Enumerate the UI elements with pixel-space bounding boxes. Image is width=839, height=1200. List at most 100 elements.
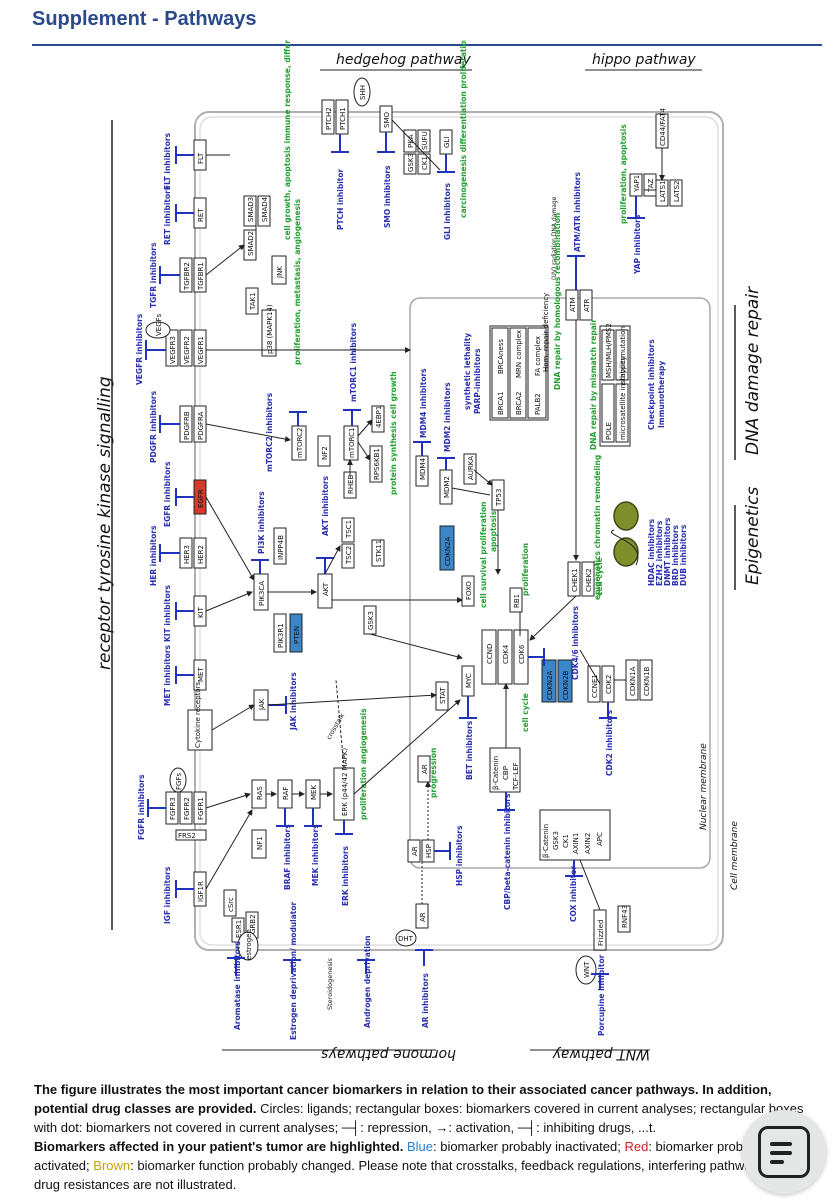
- apoptosis-effect: apoptosis: [489, 510, 498, 552]
- svg-text:BRCA1: BRCA1: [497, 392, 505, 415]
- svg-text:GSK3: GSK3: [552, 831, 560, 850]
- legend-red: Red: [624, 1139, 649, 1154]
- svg-text:cSrc: cSrc: [227, 897, 235, 912]
- svg-text:Frizzled: Frizzled: [597, 920, 605, 946]
- ras-raf-mek-nodes: RAS NF1 RAF MEK ERK (p44/42 MAPK): [251, 748, 355, 859]
- pi3k-inhibitors: PI3K inhibitors: [257, 491, 266, 554]
- svg-text:GSK3: GSK3: [367, 611, 375, 630]
- pathway-diagram: hedgehog pathway hippo pathway receptor …: [95, 40, 763, 1062]
- svg-text:MET: MET: [197, 667, 205, 682]
- svg-text:ATR: ATR: [583, 298, 591, 312]
- cell-membrane: [194, 111, 724, 951]
- estrogen-deprivation: Estrogen deprivation/ modulator: [289, 901, 298, 1040]
- immunotherapy: Immunotherapy: [657, 361, 666, 428]
- svg-text:mTORC1: mTORC1: [348, 428, 356, 458]
- svg-text:FLT: FLT: [197, 152, 205, 164]
- svg-text:ERK (p44/42 MAPK): ERK (p44/42 MAPK): [341, 748, 349, 816]
- svg-text:TAZ: TAZ: [647, 178, 655, 193]
- svg-text:JAK: JAK: [258, 698, 266, 711]
- cell-membrane-label: Cell membrane: [730, 821, 740, 890]
- legend-blue-text: : biomarker probably inactivated;: [432, 1139, 625, 1154]
- svg-text:AXIN2: AXIN2: [584, 833, 592, 854]
- receptor-egfr: EGFR: [193, 479, 207, 515]
- cdk2-inhibitors: CDK2 inhibitors: [605, 709, 614, 776]
- receptor-title: receptor tyrosine kinase signalling: [95, 376, 115, 670]
- svg-text:AR: AR: [421, 764, 429, 774]
- svg-text:JNK: JNK: [276, 266, 284, 279]
- svg-text:CHEK2: CHEK2: [585, 568, 593, 592]
- svg-text:β-Catenin: β-Catenin: [492, 756, 500, 790]
- svg-text:PTCH2: PTCH2: [325, 107, 333, 130]
- flt-inhibitors: FLT inhibitors: [163, 132, 172, 190]
- receptor-tgfbr: TGFBR2 TGFBR1: [179, 257, 207, 293]
- receptor-vegfr: VEGFR3 VEGFR2 VEGFR1 VEGFs: [145, 313, 207, 367]
- text-scan-icon: [758, 1126, 810, 1178]
- svg-text:TAK1: TAK1: [249, 292, 257, 311]
- wnt-nodes: β-Catenin CBP TCF-LEF β-Catenin GSK3 CK1…: [489, 747, 631, 985]
- receptor-pdgfr: PDGFRB PDGFRA: [179, 405, 207, 443]
- vegfs-ligand: VEGFs: [155, 313, 163, 336]
- cox-inhibitor: COX inhibitor: [569, 865, 578, 922]
- svg-text:NF1: NF1: [256, 836, 264, 850]
- svg-text:MYC: MYC: [465, 673, 473, 688]
- svg-text:FA complex: FA complex: [534, 336, 542, 376]
- text-scan-button[interactable]: [742, 1110, 826, 1194]
- vegfr-inhibitors: VEGFR inhibitors: [135, 313, 144, 385]
- svg-text:CDK2: CDK2: [605, 675, 613, 694]
- svg-text:POLE: POLE: [605, 422, 613, 440]
- mdm2-inhibitors: MDM2 inhibitors: [443, 382, 452, 452]
- svg-text:ESR1: ESR1: [235, 920, 243, 938]
- svg-text:TCF-LEF: TCF-LEF: [512, 762, 520, 791]
- receptor-fgfr: FGFR3 FGFR2 FGFR1 FGFs FRS2: [165, 767, 207, 841]
- receptor-her: HER3 HER2: [179, 537, 207, 569]
- nuclear-membrane: [409, 297, 711, 869]
- page-title: Supplement - Pathways: [32, 8, 257, 30]
- mismatch-effect: DNA repair by mismatch repair: [589, 319, 598, 450]
- svg-text:FGFR3: FGFR3: [169, 797, 177, 820]
- svg-text:PTCH1: PTCH1: [339, 107, 347, 130]
- gli-inhibitors: GLI inhibitors: [443, 182, 452, 240]
- receptor-ret: RET: [193, 197, 207, 229]
- aromatase-inhibitors: Aromatase inhibitors: [233, 940, 242, 1030]
- svg-text:CDK4: CDK4: [502, 644, 510, 664]
- ar-inhibitors: AR inhibitors: [421, 973, 430, 1028]
- page-header: Supplement - Pathways: [32, 8, 822, 46]
- bet-inhibitors: BET inhibitors: [465, 720, 474, 780]
- legend-red-text: : biomarker probably activated;: [34, 1139, 767, 1173]
- svg-text:PALB2: PALB2: [534, 393, 542, 415]
- estrogen-ligand: estrogen: [237, 929, 259, 961]
- svg-text:Hom. repair deficiency: Hom. repair deficiency: [542, 293, 550, 372]
- svg-text:TSC2: TSC2: [345, 546, 353, 565]
- porcupine-inhibitor: Porcupine inhibitor: [597, 954, 606, 1036]
- svg-text:TP53: TP53: [495, 489, 503, 507]
- jak-node: JAK: [253, 689, 269, 721]
- caption-bold-1: The figure illustrates the most importan…: [34, 1082, 772, 1116]
- p53-nodes: MDM4 MDM2 AURKA TP53 CDKN2A: [415, 453, 505, 571]
- svg-text:HER2: HER2: [197, 545, 205, 564]
- svg-text:SUFU: SUFU: [421, 131, 429, 150]
- caption-bold-2: Biomarkers affected in your patient's tu…: [34, 1139, 404, 1154]
- pdgfr-inhibitors: PDGFR inhibitors: [149, 390, 158, 463]
- mtorc2-inhibitors: mTORC2 inhibitors: [265, 392, 274, 472]
- svg-text:BRD inhibitors: BRD inhibitors: [671, 524, 680, 586]
- flt-effect: cell growth, apoptosis immune response, …: [283, 40, 292, 240]
- met-inhibitors: MET inhibitors: [163, 644, 172, 706]
- synthetic-lethality: synthetic lethality: [463, 333, 472, 410]
- svg-text:AKT: AKT: [322, 582, 330, 596]
- svg-text:FGFR1: FGFR1: [197, 797, 205, 820]
- svg-text:RHEB: RHEB: [347, 474, 355, 494]
- svg-text:RET: RET: [197, 208, 205, 222]
- svg-text:CDK6: CDK6: [518, 644, 526, 664]
- epigenetic-inhibitors: HDAC inhibitors EZH2 inhibitors DNMT inh…: [647, 517, 688, 586]
- svg-text:estrogen: estrogen: [245, 929, 253, 960]
- svg-text:LATS1: LATS1: [659, 181, 667, 202]
- cell-cycle-effect-2: cell cycle: [521, 693, 530, 732]
- svg-text:HSP: HSP: [425, 844, 433, 858]
- mdm4-inhibitors: MDM4 inhibitors: [419, 368, 428, 438]
- svg-text:SMAD4: SMAD4: [261, 196, 269, 222]
- svg-text:CDKN2B: CDKN2B: [562, 670, 570, 700]
- svg-text:IGF1R: IGF1R: [197, 881, 205, 902]
- svg-text:ATM: ATM: [569, 297, 577, 312]
- fgfs-ligand: FGFs: [175, 773, 183, 790]
- dht-ligand: DHT: [398, 935, 414, 943]
